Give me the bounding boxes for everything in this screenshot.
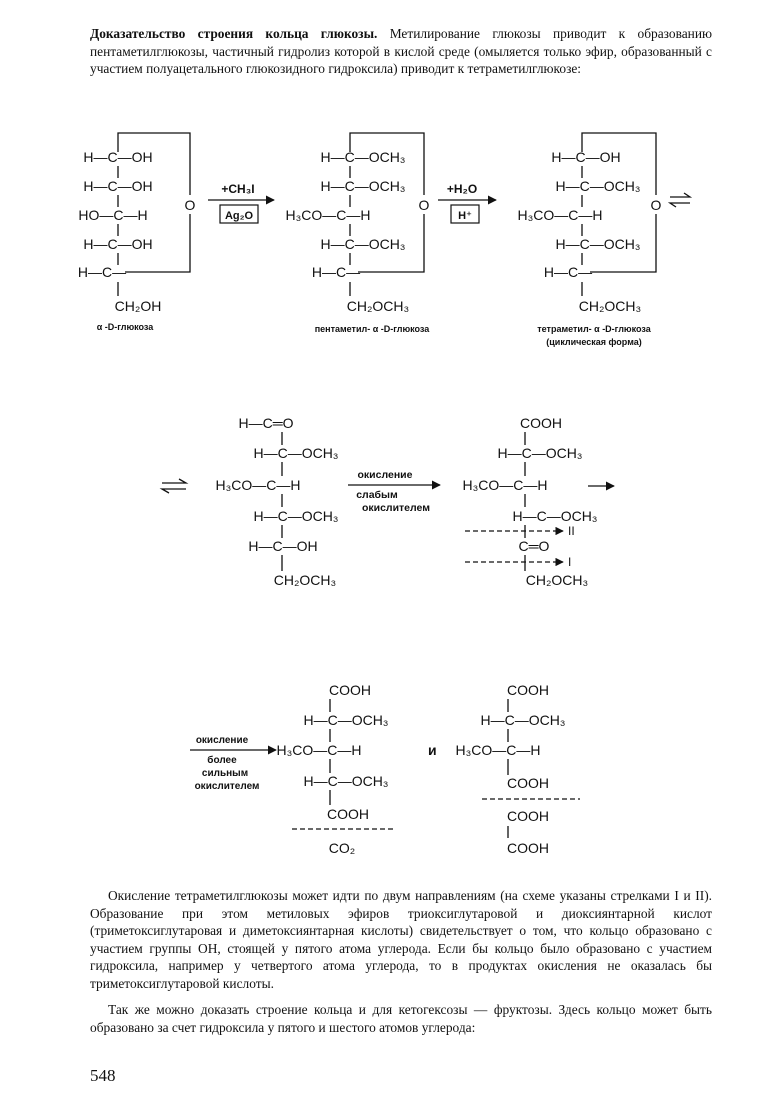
carbon-dioxide: CO₂ — [329, 840, 355, 856]
methylation-catalyst: Ag₂O — [225, 210, 254, 222]
pentamethyl-caption: пентаметил- α -D-глюкоза — [315, 324, 431, 334]
pentamethyl-structure: H—C—OCH₃ H—C—OCH₃ H₃CO—C—H H—C—OCH₃ H—C—… — [285, 132, 431, 334]
open-form-row-3: H₃CO—C—H — [215, 477, 300, 493]
oxalic-top: COOH — [507, 808, 549, 824]
page-number: 548 — [90, 1066, 116, 1085]
trimethoxyglutaric-row-1: H—C—OCH₃ — [303, 712, 388, 728]
tetramethyl-row-3: H₃CO—C—H — [517, 207, 602, 223]
hydrolysis-catalyst: H⁺ — [458, 210, 472, 222]
methylation-reagent: +CH₃I — [221, 182, 254, 196]
explanation-paragraph: Окисление тетраметилглюкозы может идти п… — [90, 888, 712, 991]
open-form-bottom: CH₂OCH₃ — [274, 572, 336, 588]
ketohexose-paragraph: Так же можно доказать строение кольца и … — [90, 1002, 712, 1035]
keto-acid-row-3: H—C—OCH₃ — [512, 508, 597, 524]
keto-acid-bottom: CH₂OCH₃ — [526, 572, 588, 588]
tetramethyl-ring-oxygen: O — [651, 197, 662, 213]
pentamethyl-bottom: CH₂OCH₃ — [347, 298, 409, 314]
equilibrium-arrow-1 — [667, 192, 693, 208]
weak-oxidation-label-3: окислителем — [362, 502, 430, 514]
glucose-row-5: H—C— — [78, 264, 126, 280]
glucose-row-2: H—C—OH — [83, 178, 152, 194]
keto-acid-row-4: C═O — [519, 538, 550, 554]
intro-paragraph: Доказательство строения кольца глюкозы. … — [90, 25, 712, 78]
pentamethyl-row-4: H—C—OCH₃ — [320, 236, 405, 252]
tetramethyl-row-5: H—C— — [544, 264, 592, 280]
strong-oxidation-label-1: окисление — [196, 735, 249, 746]
tetramethyl-caption-2: (циклическая форма) — [546, 337, 641, 347]
weak-oxidation-arrow: окисление слабым окислителем — [348, 469, 441, 514]
trimethoxyglutaric-row-2: H₃CO—C—H — [276, 742, 361, 758]
keto-acid-structure: COOH H—C—OCH₃ H₃CO—C—H H—C—OCH₃ C═O CH₂O… — [462, 415, 597, 588]
methylation-arrow: +CH₃I Ag₂O — [208, 182, 275, 224]
weak-oxidation-label-2: слабым — [356, 489, 398, 501]
strong-oxidation-arrow: окисление более сильным окислителем — [190, 735, 277, 792]
cleavage-label-1: I — [568, 555, 571, 569]
cleavage-label-2: II — [568, 524, 575, 538]
dimethoxysuccinic-row-2: H₃CO—C—H — [455, 742, 540, 758]
dimethoxysuccinic-acid: COOH H—C—OCH₃ H₃CO—C—H COOH COOH COOH — [455, 682, 580, 856]
glucose-ring-oxygen: O — [185, 197, 196, 213]
keto-acid-row-1: H—C—OCH₃ — [497, 445, 582, 461]
pentamethyl-ring-oxygen: O — [419, 197, 430, 213]
glucose-row-3: HO—C—H — [78, 207, 147, 223]
trimethoxyglutaric-acid: COOH H—C—OCH₃ H₃CO—C—H H—C—OCH₃ COOH CO₂ — [276, 682, 396, 856]
tetramethyl-row-4: H—C—OCH₃ — [555, 236, 640, 252]
trimethoxyglutaric-row-3: H—C—OCH₃ — [303, 773, 388, 789]
open-form-row-4: H—C—OCH₃ — [253, 508, 338, 524]
keto-acid-top: COOH — [520, 415, 562, 431]
pentamethyl-row-5: H—C— — [312, 264, 360, 280]
hydrolysis-reagent: +H₂O — [447, 182, 477, 196]
open-form-row-1: H—C═O — [238, 415, 293, 431]
pentamethyl-row-1: H—C—OCH₃ — [320, 149, 405, 165]
trimethoxyglutaric-top: COOH — [329, 682, 371, 698]
tetramethyl-row-1: H—C—OH — [551, 149, 620, 165]
strong-oxidation-label-4: окислителем — [195, 781, 260, 792]
strong-oxidation-label-3: сильным — [202, 768, 248, 779]
open-form-row-5: H—C—OH — [248, 538, 317, 554]
strong-oxidation-label-2: более — [207, 754, 237, 766]
glucose-structure: H—C—OH H—C—OH HO—C—H H—C—OH H—C— CH₂OH O… — [78, 132, 196, 332]
dimethoxysuccinic-row-1: H—C—OCH₃ — [480, 712, 565, 728]
trimethoxyglutaric-bottom: COOH — [327, 806, 369, 822]
glucose-row-1: H—C—OH — [83, 149, 152, 165]
dimethoxysuccinic-top: COOH — [507, 682, 549, 698]
tetramethyl-caption-1: тетраметил- α -D-глюкоза — [537, 324, 651, 334]
oxalic-bottom: COOH — [507, 840, 549, 856]
dimethoxysuccinic-bottom: COOH — [507, 775, 549, 791]
intro-text: Метилирование глюкозы приводит к образов… — [90, 26, 712, 76]
pentamethyl-row-2: H—C—OCH₃ — [320, 178, 405, 194]
glucose-row-4: H—C—OH — [83, 236, 152, 252]
tetramethyl-structure: H—C—OH H—C—OCH₃ H₃CO—C—H H—C—OCH₃ H—C— C… — [517, 132, 662, 347]
weak-oxidation-label-1: окисление — [358, 469, 413, 481]
open-form-row-2: H—C—OCH₃ — [253, 445, 338, 461]
tetramethyl-bottom: CH₂OCH₃ — [579, 298, 641, 314]
intro-heading: Доказательство строения кольца глюкозы. — [90, 26, 378, 41]
glucose-bottom: CH₂OH — [115, 298, 162, 314]
keto-acid-row-2: H₃CO—C—H — [462, 477, 547, 493]
hydrolysis-arrow: +H₂O H⁺ — [438, 182, 497, 224]
and-word: и — [428, 742, 437, 758]
tetramethyl-row-2: H—C—OCH₃ — [555, 178, 640, 194]
equilibrium-arrow-2 — [159, 478, 189, 494]
glucose-caption: α -D-глюкоза — [97, 322, 155, 332]
pentamethyl-row-3: H₃CO—C—H — [285, 207, 370, 223]
open-form-structure: H—C═O H—C—OCH₃ H₃CO—C—H H—C—OCH₃ H—C—OH … — [215, 415, 338, 588]
